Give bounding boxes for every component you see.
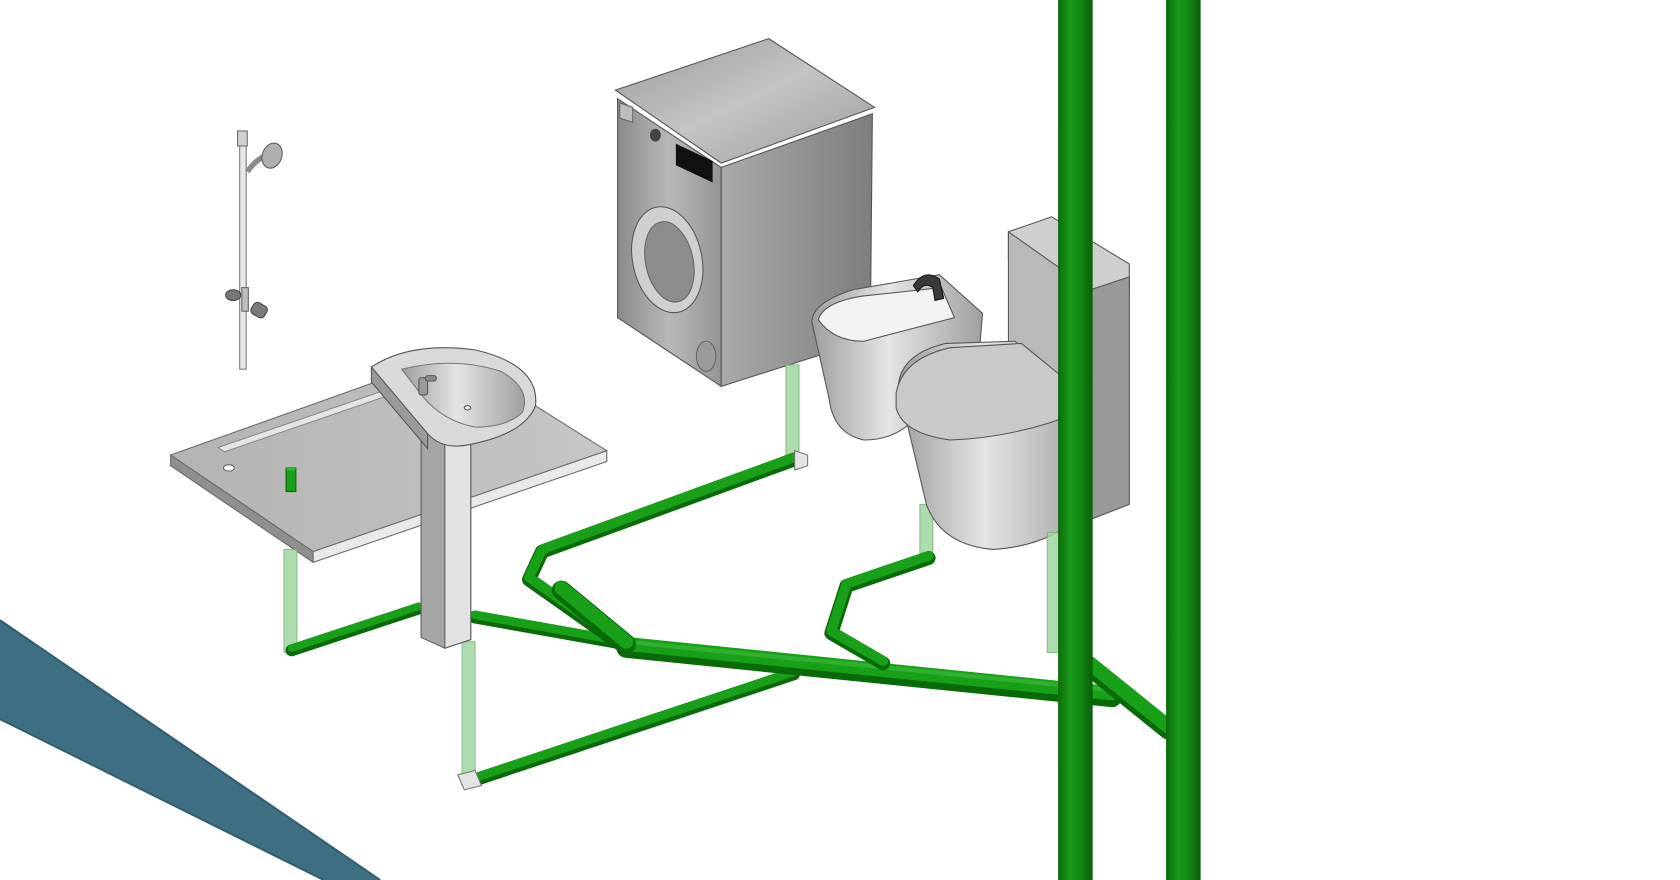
- bidet[interactable]: [811, 274, 984, 441]
- soil-stack-2[interactable]: [1166, 0, 1201, 880]
- washer-drain-drop: [785, 364, 800, 460]
- shower-drain-drop: [283, 548, 298, 654]
- basin-floor-drop: [461, 641, 476, 778]
- water-main-pipe[interactable]: [0, 619, 381, 880]
- soil-stack-1[interactable]: [1058, 0, 1093, 880]
- main-drain-run[interactable]: [551, 580, 1178, 740]
- pedestal-washbasin[interactable]: [370, 347, 537, 649]
- drain-branch-shower[interactable]: [285, 602, 425, 657]
- drain-branch-washer[interactable]: [522, 449, 809, 656]
- drain-branch-bidet[interactable]: [824, 551, 936, 671]
- drain-branch-floor[interactable]: [457, 667, 801, 791]
- close-coupled-toilet[interactable]: [895, 216, 1130, 551]
- shower-fixture[interactable]: [225, 130, 286, 370]
